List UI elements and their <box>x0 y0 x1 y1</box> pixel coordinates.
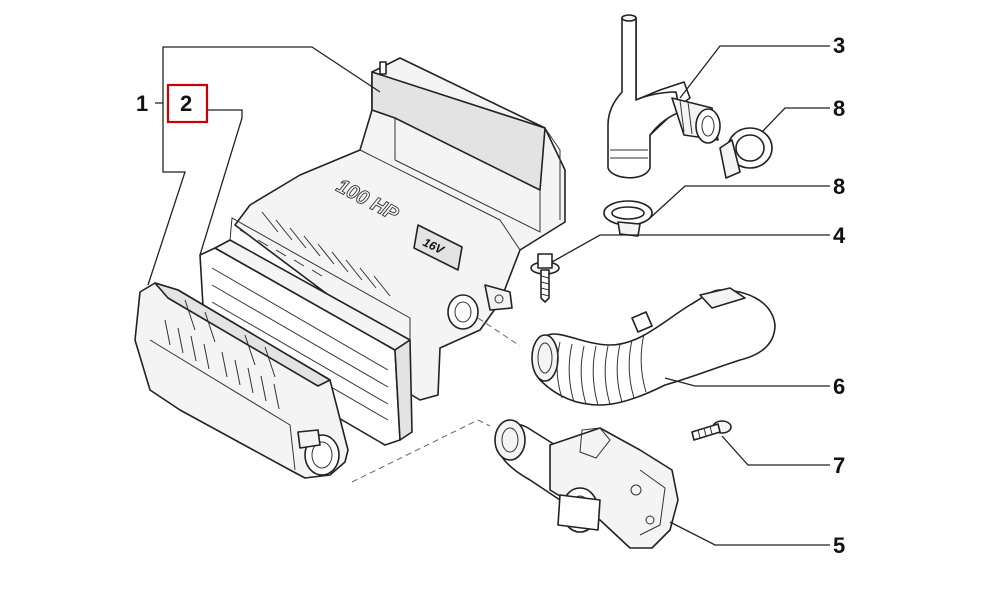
intake-adapter-housing <box>494 419 679 549</box>
leader-7 <box>721 435 830 466</box>
leader-2 <box>199 109 243 256</box>
leader-4 <box>551 234 830 263</box>
hose-clamp-lower <box>603 200 653 237</box>
assembly-line-lower <box>351 419 491 483</box>
callout-2-highlight-box <box>166 83 209 124</box>
leader-3 <box>679 45 830 99</box>
flanged-bolt <box>530 253 560 303</box>
callout-3: 3 <box>833 33 845 58</box>
callout-8-upper: 8 <box>833 96 845 121</box>
callout-4: 4 <box>833 223 846 248</box>
leader-8a <box>761 107 830 133</box>
leader-5 <box>669 521 830 546</box>
hose-clamp-upper <box>719 127 773 179</box>
callout-8-lower: 8 <box>833 174 845 199</box>
leader-6 <box>664 377 830 387</box>
leader-1 <box>155 46 381 104</box>
callout-7: 7 <box>833 453 845 478</box>
air-box-upper-housing: 100 HP 16V <box>234 57 566 401</box>
mounting-bolt <box>691 420 732 441</box>
callout-6: 6 <box>833 374 845 399</box>
leader-8b <box>649 185 830 219</box>
callout-2: 2 <box>180 91 192 116</box>
breather-hose <box>607 14 721 179</box>
assembly-line-outlet <box>477 317 521 347</box>
corrugated-intake-duct <box>531 287 776 406</box>
leader-lines <box>147 45 830 546</box>
leader-1-lower <box>147 103 186 286</box>
callout-5: 5 <box>833 533 845 558</box>
callout-1: 1 <box>136 91 148 116</box>
air-box-lower-cover <box>134 282 349 479</box>
